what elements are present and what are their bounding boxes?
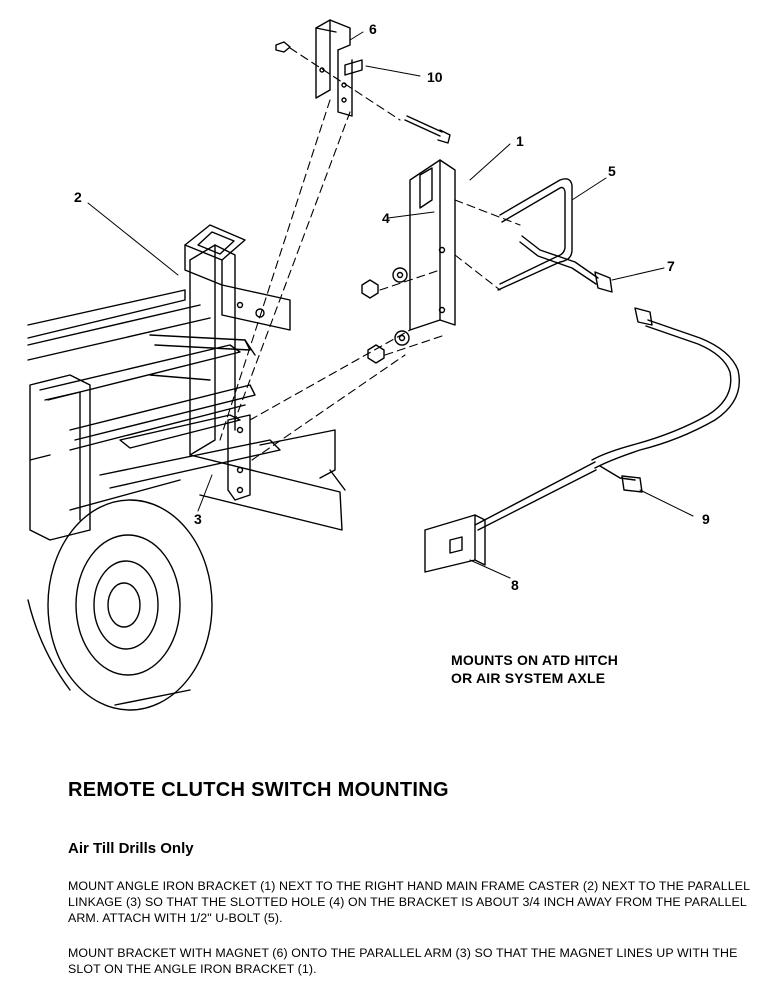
- instruction-paragraph-1: MOUNT ANGLE IRON BRACKET (1) NEXT TO THE…: [68, 879, 750, 925]
- sensor-connector: [519, 235, 613, 293]
- wire-harness: [424, 307, 740, 573]
- callout-6: 6: [369, 21, 377, 37]
- instruction-paragraph-2: MOUNT BRACKET WITH MAGNET (6) ONTO THE P…: [68, 946, 738, 976]
- mount-note-line-1: MOUNTS ON ATD HITCH: [451, 652, 619, 668]
- callout-7: 7: [667, 258, 675, 274]
- callout-3: 3: [194, 511, 202, 527]
- page-title: REMOTE CLUTCH SWITCH MOUNTING: [68, 779, 449, 801]
- mount-location-note: MOUNTS ON ATD HITCH OR AIR SYSTEM AXLE: [451, 651, 618, 687]
- exploded-parts-diagram: 1 2 3 4 5 6 7 8 9 10: [27, 19, 740, 711]
- leader-lines: [87, 31, 694, 579]
- assembly-lines: [219, 47, 521, 461]
- callout-5: 5: [608, 163, 616, 179]
- callout-1: 1: [516, 133, 524, 149]
- caster-tire: [27, 479, 213, 711]
- u-bolt: [361, 178, 573, 364]
- magnet-bracket: [275, 19, 451, 144]
- angle-iron-bracket: [409, 159, 456, 331]
- mount-note-line-2: OR AIR SYSTEM AXLE: [451, 670, 606, 686]
- callout-10: 10: [427, 69, 443, 85]
- callout-8: 8: [511, 577, 519, 593]
- main-frame: [27, 224, 346, 541]
- page-subtitle: Air Till Drills Only: [68, 840, 194, 857]
- callout-9: 9: [702, 511, 710, 527]
- callout-2: 2: [74, 189, 82, 205]
- callout-4: 4: [382, 210, 390, 226]
